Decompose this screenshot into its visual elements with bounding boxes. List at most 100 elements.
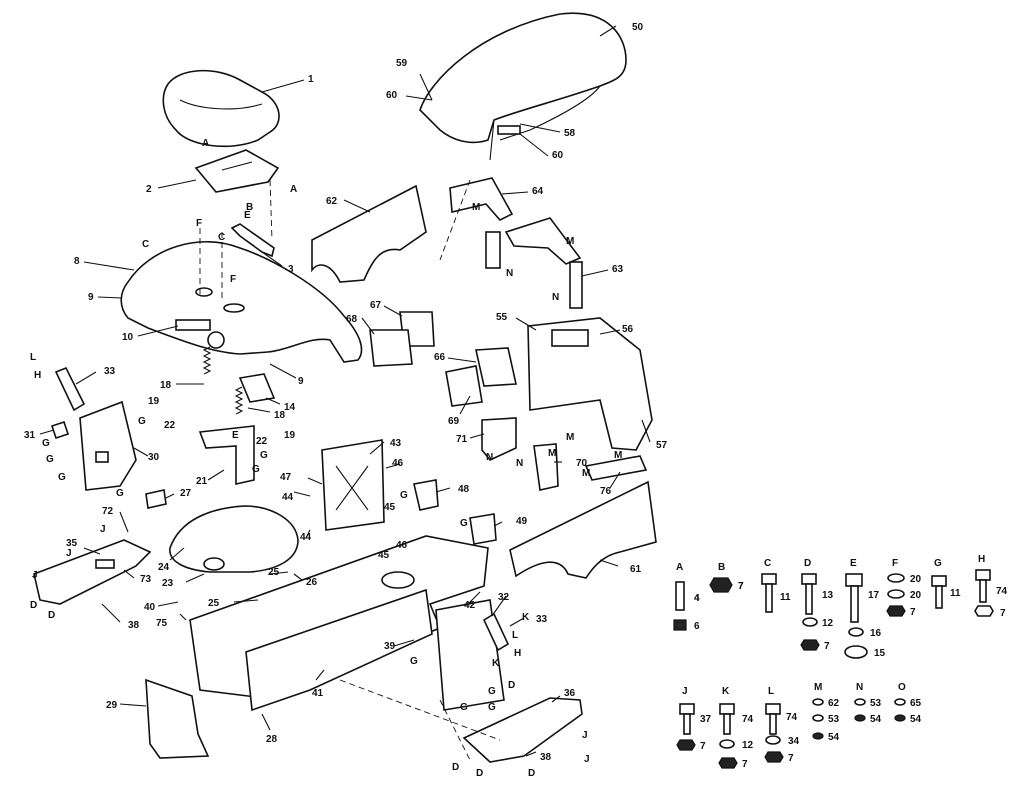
tag-G-5: G — [116, 488, 124, 499]
legend-key-O: O — [898, 682, 906, 693]
callout-2: 2 — [146, 184, 152, 195]
tag-C-1: C — [142, 239, 149, 250]
callout-45a: 45 — [384, 502, 396, 513]
tag-F-2: F — [230, 274, 236, 285]
callout-23: 23 — [162, 578, 174, 589]
callout-18b: 18 — [274, 410, 286, 421]
callout-9b: 9 — [298, 376, 304, 387]
legend-key-C: C — [764, 558, 771, 569]
tag-G-10: G — [410, 656, 418, 667]
tag-J-1: J — [100, 524, 106, 535]
callout-42: 42 — [464, 600, 476, 611]
legend-key-G: G — [934, 558, 942, 569]
legend-key-K: K — [722, 686, 730, 697]
callout-7: 7 — [738, 581, 744, 592]
callout-44b: 44 — [300, 532, 312, 543]
legend-L-3: 7 — [788, 753, 794, 764]
dash-panel-shape — [527, 317, 653, 451]
side-panel-right-shape — [509, 480, 657, 579]
callout-4: 4 — [694, 593, 700, 604]
tag-G-13: G — [488, 702, 496, 713]
callout-36: 36 — [564, 688, 576, 699]
tag-G-7: G — [252, 464, 260, 475]
fender-hole-shape — [207, 331, 225, 349]
callout-44a: 44 — [282, 492, 294, 503]
tag-G-2: G — [42, 438, 50, 449]
tag-L-2: L — [512, 630, 518, 641]
callout-9a: 9 — [88, 292, 94, 303]
callout-75: 75 — [156, 618, 168, 629]
tag-K-2: K — [522, 612, 530, 623]
bracket-76-shape — [584, 455, 648, 481]
tag-E-2: E — [232, 430, 239, 441]
legend-L-2: 34 — [788, 736, 800, 747]
callout-69: 69 — [448, 416, 460, 427]
hood-shape — [419, 12, 627, 144]
fuel-tank-shape — [169, 505, 299, 573]
callout-62: 62 — [326, 196, 338, 207]
legend-N-1: 53 — [870, 698, 882, 709]
legend-K-1: 74 — [742, 714, 754, 725]
tag-M-4: M — [548, 448, 556, 459]
seat-bracket-shape — [230, 223, 275, 258]
tag-N-1: N — [506, 268, 513, 279]
tag-J-3: J — [32, 570, 38, 581]
legend-L-1: 74 — [786, 712, 798, 723]
tag-M-1: M — [472, 202, 480, 213]
legend-M-3: 54 — [828, 732, 840, 743]
tag-D-1: D — [30, 600, 37, 611]
tag-J-4: J — [582, 730, 588, 741]
callout-38a: 38 — [128, 620, 140, 631]
tag-G-1: G — [138, 416, 146, 427]
legend-C-1: 11 — [780, 592, 791, 603]
callout-22a: 22 — [164, 420, 176, 431]
callout-49: 49 — [516, 516, 528, 527]
callout-22b: 22 — [256, 436, 268, 447]
upper-bracket-shape — [449, 177, 514, 221]
callout-56: 56 — [622, 324, 634, 335]
tag-G-12: G — [460, 702, 468, 713]
legend-F-1: 20 — [910, 574, 922, 585]
callout-63: 63 — [612, 264, 624, 275]
tag-F-1: F — [196, 218, 202, 229]
callout-38b: 38 — [540, 752, 552, 763]
callout-14: 14 — [284, 402, 296, 413]
footrest-right-shape — [462, 697, 583, 763]
legend-D-3: 7 — [824, 641, 830, 652]
tag-G-3: G — [46, 454, 54, 465]
callout-57: 57 — [656, 440, 668, 451]
callout-46b: 46 — [396, 540, 408, 551]
legend-E-2: 16 — [870, 628, 882, 639]
tag-M-6: M — [582, 468, 590, 479]
tag-D-5: D — [476, 768, 483, 779]
callout-50: 50 — [632, 22, 644, 33]
callout-labels: 1 2 3 4 7 8 9 9 10 14 18 18 19 19 21 22 … — [24, 22, 744, 763]
legend-J-1: 37 — [700, 714, 712, 725]
tag-G-8: G — [400, 490, 408, 501]
tag-E-1: E — [244, 210, 251, 221]
callout-33b: 33 — [536, 614, 548, 625]
legend-N-2: 54 — [870, 714, 882, 725]
callout-41: 41 — [312, 688, 324, 699]
callout-55: 55 — [496, 312, 508, 323]
tag-D-3: D — [508, 680, 515, 691]
legend-O-2: 54 — [910, 714, 922, 725]
plate-47-shape — [321, 439, 385, 531]
callout-19b: 19 — [284, 430, 296, 441]
callout-39: 39 — [384, 641, 396, 652]
callout-45b: 45 — [378, 550, 390, 561]
callout-3: 3 — [288, 264, 294, 275]
panel-66-shape — [475, 347, 517, 387]
callout-46a: 46 — [392, 458, 404, 469]
callout-1: 1 — [308, 74, 314, 85]
seat-plate-shape — [194, 149, 280, 193]
bracket-71-shape — [481, 417, 517, 461]
lower-bracket-shape — [504, 217, 582, 265]
tag-L-1: L — [30, 352, 36, 363]
fender-slot-shape — [175, 319, 211, 331]
tag-G-6: G — [260, 450, 268, 461]
callout-43: 43 — [390, 438, 402, 449]
tag-D-4: D — [452, 762, 459, 773]
callout-60b: 60 — [552, 150, 564, 161]
panel-30-shape — [79, 400, 137, 491]
